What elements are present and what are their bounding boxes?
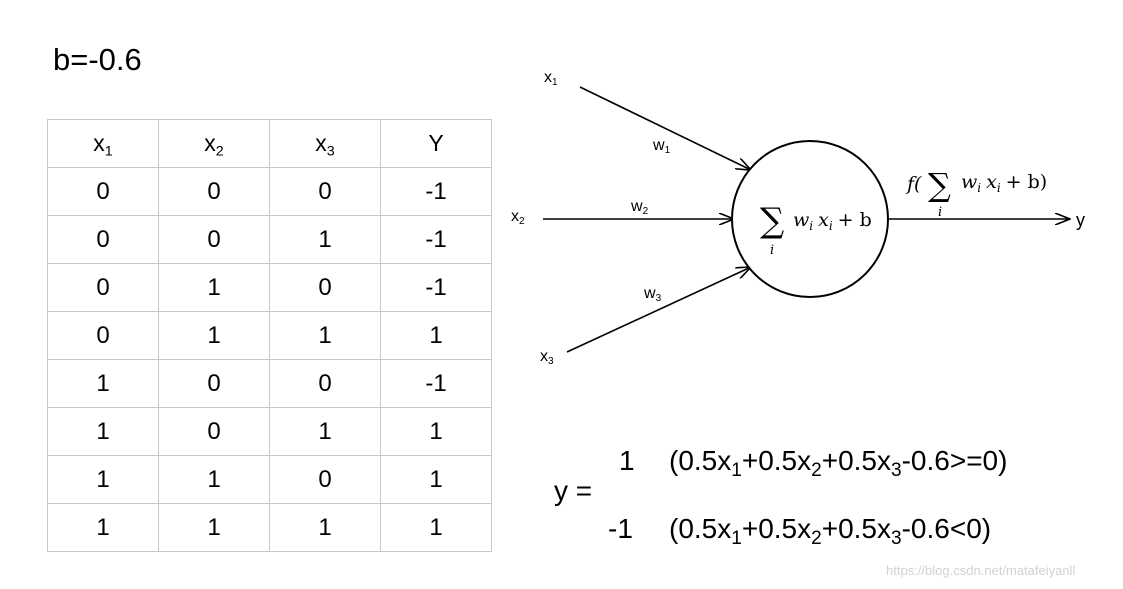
header-y: Y bbox=[380, 119, 492, 168]
table-cell: 1 bbox=[380, 503, 492, 552]
table-cell: 0 bbox=[269, 167, 381, 216]
table-cell: 1 bbox=[269, 503, 381, 552]
table-cell: 1 bbox=[158, 455, 270, 504]
node-sigma-index: i bbox=[770, 243, 774, 258]
output-label-y: y bbox=[1076, 210, 1085, 230]
table-cell: -1 bbox=[380, 167, 492, 216]
equation-lhs: y = bbox=[554, 475, 593, 506]
equation-case-2-value: -1 bbox=[608, 513, 633, 544]
header-x1: x1 bbox=[47, 119, 159, 168]
table-cell: 0 bbox=[269, 455, 381, 504]
input-label-x1: x1 bbox=[544, 69, 558, 88]
watermark: https://blog.csdn.net/matafeiyanll bbox=[886, 563, 1076, 578]
input-edge-x3 bbox=[566, 267, 751, 353]
activation-sigma: ∑ bbox=[928, 166, 951, 204]
bias-label: b=-0.6 bbox=[53, 42, 142, 77]
table-cell: 1 bbox=[47, 407, 159, 456]
equation-case-2-condition: (0.5x1+0.5x2+0.5x3-0.6<0) bbox=[669, 513, 992, 550]
table-cell: 1 bbox=[380, 407, 492, 456]
table-cell: -1 bbox=[380, 359, 492, 408]
table-cell: 0 bbox=[47, 263, 159, 312]
equation-case-1-condition: (0.5x1+0.5x2+0.5x3-0.6>=0) bbox=[669, 445, 1008, 482]
node-sigma: ∑ bbox=[760, 201, 784, 241]
table-cell: 0 bbox=[158, 215, 270, 264]
table-cell: 1 bbox=[158, 263, 270, 312]
table-cell: 1 bbox=[47, 455, 159, 504]
table-cell: 1 bbox=[47, 359, 159, 408]
equation-case-1-value: 1 bbox=[619, 445, 635, 476]
weight-label-w3: w3 bbox=[643, 285, 662, 304]
table-cell: 0 bbox=[47, 311, 159, 360]
table-cell: -1 bbox=[380, 263, 492, 312]
weight-label-w1: w1 bbox=[652, 137, 671, 156]
input-label-x3: x3 bbox=[540, 348, 554, 367]
header-x2: x2 bbox=[158, 119, 270, 168]
weight-label-w2: w2 bbox=[630, 198, 649, 217]
table-cell: 0 bbox=[269, 263, 381, 312]
activation-sigma-index: i bbox=[938, 205, 942, 220]
input-edge-x1 bbox=[579, 86, 751, 170]
table-cell: 1 bbox=[380, 455, 492, 504]
table-cell: 1 bbox=[380, 311, 492, 360]
table-cell: 1 bbox=[269, 407, 381, 456]
activation-fn: f( bbox=[905, 173, 922, 195]
table-cell: 1 bbox=[269, 215, 381, 264]
input-label-x2: x2 bbox=[511, 208, 525, 227]
table-cell: 0 bbox=[47, 215, 159, 264]
table-cell: -1 bbox=[380, 215, 492, 264]
table-cell: 0 bbox=[158, 407, 270, 456]
table-cell: 1 bbox=[158, 503, 270, 552]
table-cell: 1 bbox=[47, 503, 159, 552]
